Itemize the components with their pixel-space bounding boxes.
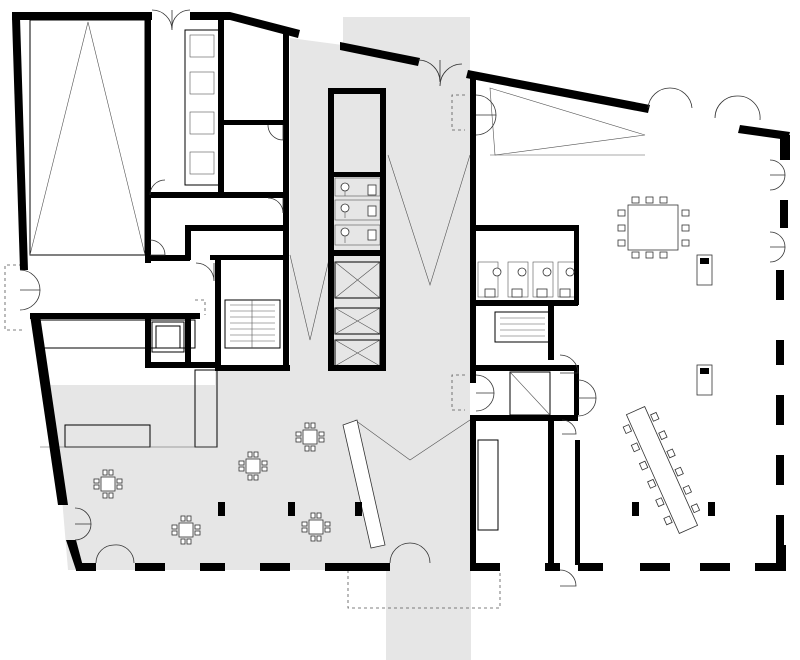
wc-fixture xyxy=(367,184,377,196)
south-entrance-ramp xyxy=(386,565,471,660)
room-lines xyxy=(29,19,646,549)
doors xyxy=(19,9,786,587)
wc-fixture xyxy=(340,182,350,196)
wc-fixture xyxy=(511,288,523,298)
stair-west xyxy=(224,299,281,349)
central-corridor xyxy=(48,38,470,570)
wc-fixture xyxy=(340,203,350,218)
stair-east xyxy=(494,311,551,343)
table-set xyxy=(93,469,123,499)
sanitary-fixtures xyxy=(340,182,575,298)
wc-fixture xyxy=(542,267,552,277)
long-table xyxy=(622,406,701,534)
dashed-outlines xyxy=(4,94,501,609)
meeting-table xyxy=(617,196,690,259)
wc-fixture xyxy=(484,288,496,298)
wc-fixture xyxy=(565,267,575,277)
office-furniture xyxy=(617,196,713,534)
wc-fixture xyxy=(367,229,377,241)
table-set xyxy=(295,422,325,452)
wc-fixture xyxy=(559,288,571,298)
wc-fixture xyxy=(340,227,350,243)
table-set xyxy=(238,451,268,481)
wc-fixture xyxy=(367,205,377,217)
wc-fixture xyxy=(517,267,527,277)
table-set xyxy=(301,512,331,542)
walls xyxy=(12,12,790,571)
sofa xyxy=(696,364,713,396)
circulation-areas xyxy=(48,17,471,660)
wc-fixture xyxy=(492,267,502,277)
sofa xyxy=(696,254,713,286)
cafe-tables xyxy=(93,422,331,545)
table-set xyxy=(171,515,201,545)
wc-fixture xyxy=(536,288,548,298)
